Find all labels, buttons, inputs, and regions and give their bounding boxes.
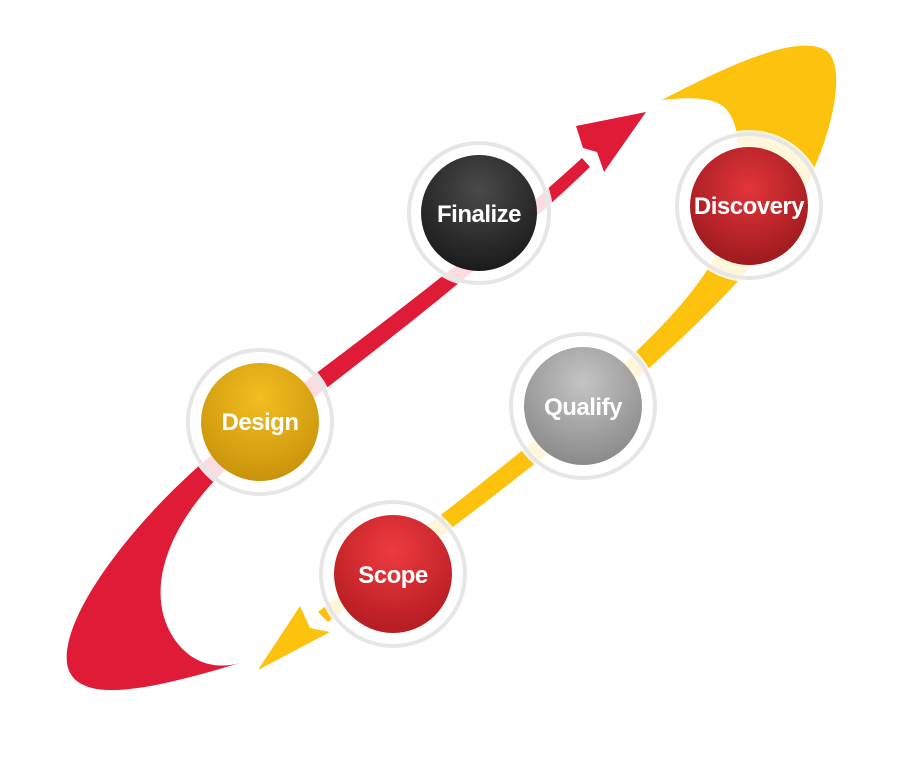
yellow-arrow [258, 45, 837, 670]
step-label-discovery: Discovery [694, 193, 805, 220]
step-node-discovery: Discovery [673, 130, 825, 282]
step-node-scope: Scope [317, 498, 469, 650]
node-ring [675, 132, 823, 280]
step-label-scope: Scope [358, 562, 428, 589]
step-node-finalize: Finalize [405, 139, 553, 287]
node-circle [421, 155, 537, 271]
step-label-finalize: Finalize [437, 201, 521, 228]
step-node-qualify: Qualify [507, 330, 659, 482]
step-label-qualify: Qualify [544, 394, 623, 421]
red-arrowhead [576, 112, 646, 172]
node-ring [319, 500, 467, 648]
node-circle [334, 515, 452, 633]
step-label-design: Design [221, 409, 298, 436]
node-ring [186, 348, 334, 496]
step-node-design: Design [184, 346, 336, 498]
node-ring [509, 332, 657, 480]
node-ring [407, 141, 551, 285]
node-circle [690, 147, 808, 265]
yellow-arrow-body [318, 45, 837, 623]
node-circle [201, 363, 319, 481]
node-circle [524, 347, 642, 465]
yellow-arrowhead [258, 606, 330, 670]
